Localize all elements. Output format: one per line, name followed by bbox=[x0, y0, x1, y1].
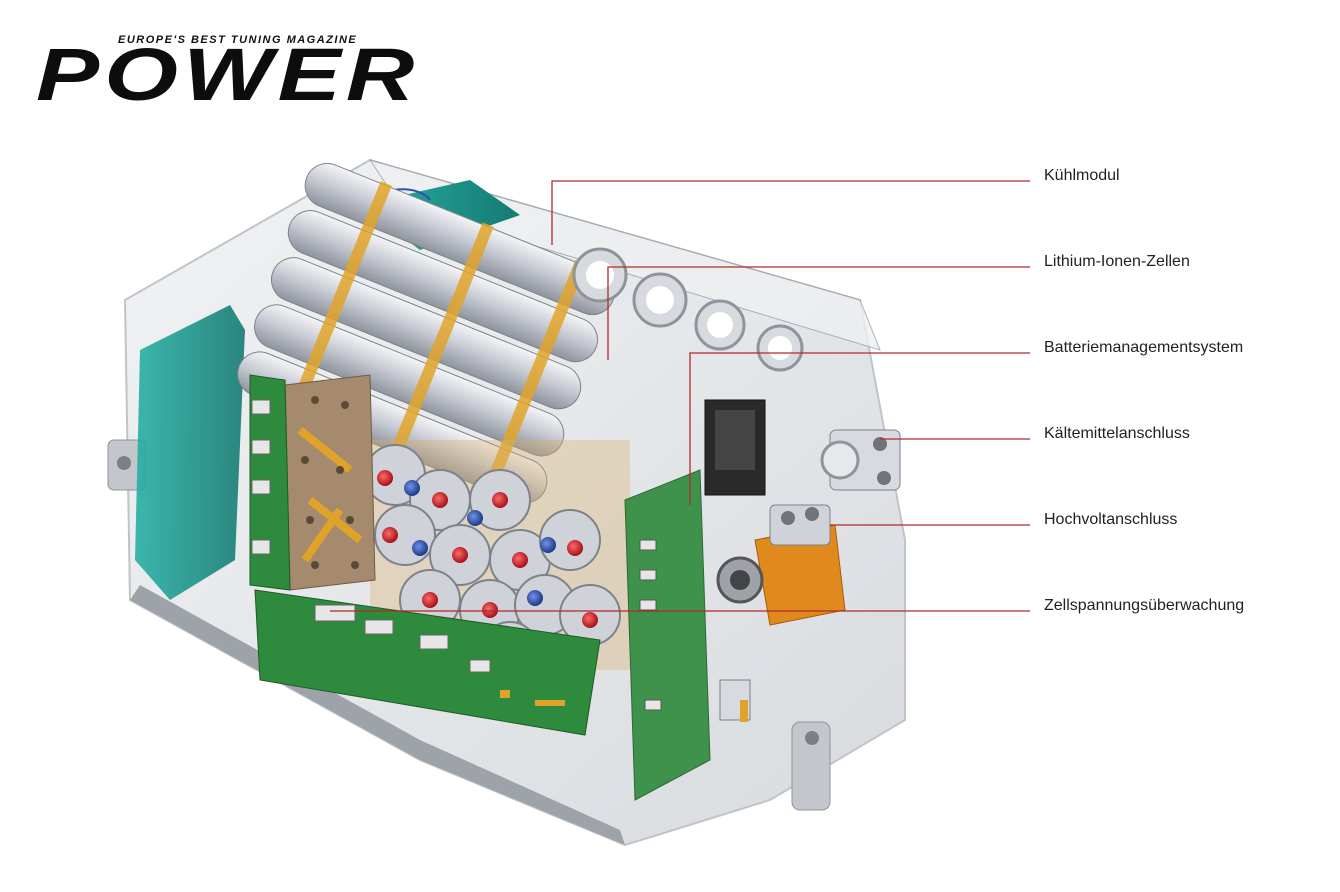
label-kaeltemittelanschluss: Kältemittelanschluss bbox=[1044, 425, 1190, 442]
leader-line-zellen bbox=[607, 266, 1030, 360]
label-hochvoltanschluss: Hochvoltanschluss bbox=[1044, 511, 1178, 528]
coolant-connector bbox=[820, 429, 901, 491]
bms-connector bbox=[704, 399, 766, 496]
logo-wordmark: POWER bbox=[36, 33, 420, 116]
lithium-ion-cells bbox=[237, 162, 804, 504]
label-lithium-ionen-zellen: Lithium-Ionen-Zellen bbox=[1044, 253, 1190, 270]
busbar-plate bbox=[284, 374, 376, 591]
label-batteriemanagementsystem: Batteriemanagementsystem bbox=[1044, 339, 1244, 356]
logo-tagline: EUROPE'S BEST TUNING MAGAZINE bbox=[118, 34, 358, 46]
battery-management-board bbox=[624, 399, 766, 801]
power-magazine-logo: EUROPE'S BEST TUNING MAGAZINE POWER bbox=[36, 30, 436, 112]
leader-lines bbox=[330, 180, 1030, 612]
mounting-lug-right bbox=[791, 721, 831, 811]
mounting-lug-left bbox=[107, 439, 147, 491]
leader-line-kuehlmodul bbox=[551, 180, 1030, 245]
cell-voltage-monitoring-board bbox=[249, 374, 601, 736]
leader-line-bms bbox=[689, 352, 1030, 505]
label-kuehlmodul: Kühlmodul bbox=[1044, 167, 1120, 184]
round-connector bbox=[716, 556, 764, 722]
label-zellspannungsueberwachung: Zellspannungsüberwachung bbox=[1044, 597, 1245, 614]
high-voltage-connector bbox=[754, 504, 846, 626]
